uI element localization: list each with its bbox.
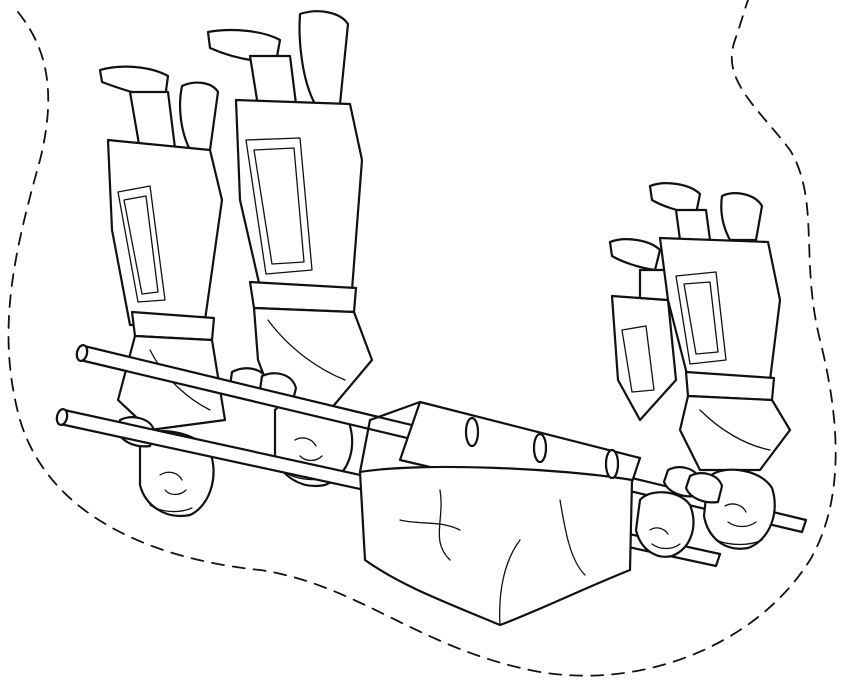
pole-ring-2: [532, 432, 548, 464]
pole-ring-3: [604, 448, 620, 480]
dashed-cutout-outline: [7, 0, 837, 677]
bearer-figure-left-inner: [206, 10, 374, 488]
pole-ring-1: [464, 416, 480, 448]
bearer-figure-right-outer: [608, 238, 695, 558]
foot-right-outer-1: [608, 238, 662, 272]
chair-body: [358, 465, 634, 627]
bearer-figure-right-inner: [648, 182, 792, 550]
foot-right-inner-2: [720, 192, 764, 242]
sedan-chair: [358, 400, 642, 627]
foot-left-outer-2: [178, 81, 220, 152]
foot-left-inner-2: [298, 10, 350, 106]
hand-right-2: [684, 472, 724, 504]
robe-right-outer: [610, 294, 678, 422]
head-right-outer: [634, 491, 695, 558]
